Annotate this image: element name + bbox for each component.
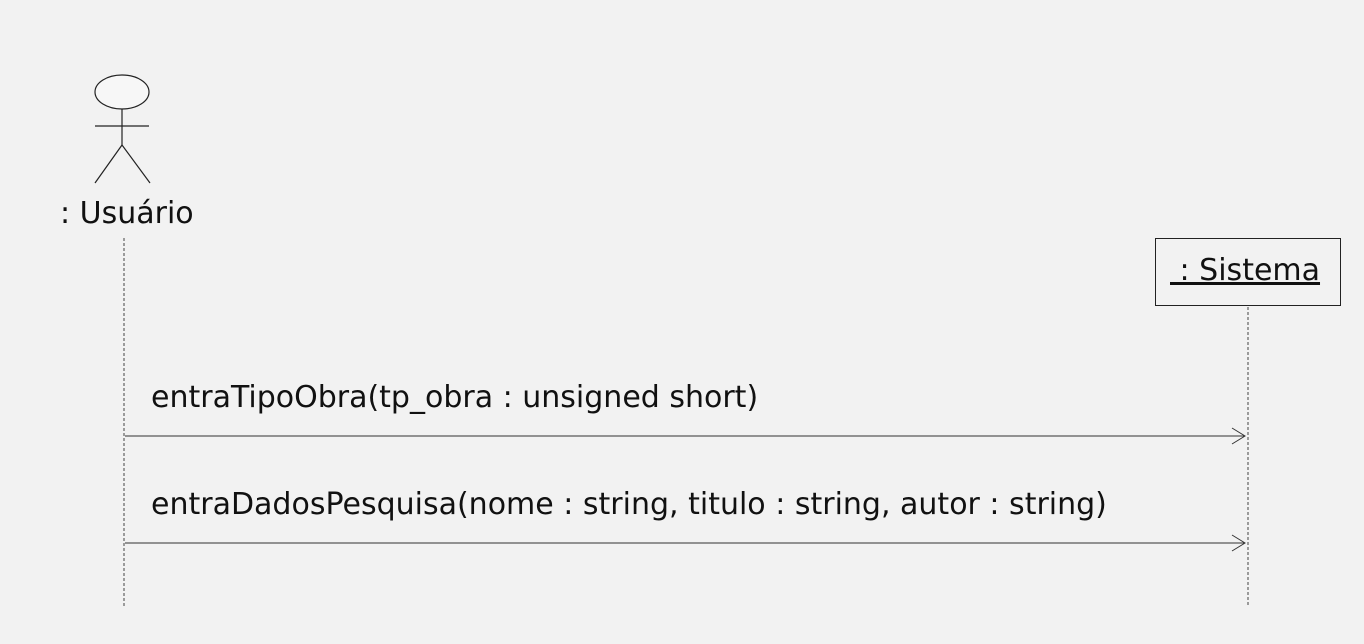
stick-figure-icon: [94, 74, 151, 184]
object-label: : Sistema: [1170, 253, 1321, 288]
message-arrow-2: [125, 534, 1246, 552]
message-label-2: entraDadosPesquisa(nome : string, titulo…: [151, 487, 1107, 522]
object-box: : Sistema: [1155, 238, 1341, 306]
message-arrow-1: [125, 427, 1246, 445]
message-label-1: entraTipoObra(tp_obra : unsigned short): [151, 380, 759, 415]
actor-label: : Usuário: [60, 196, 194, 231]
